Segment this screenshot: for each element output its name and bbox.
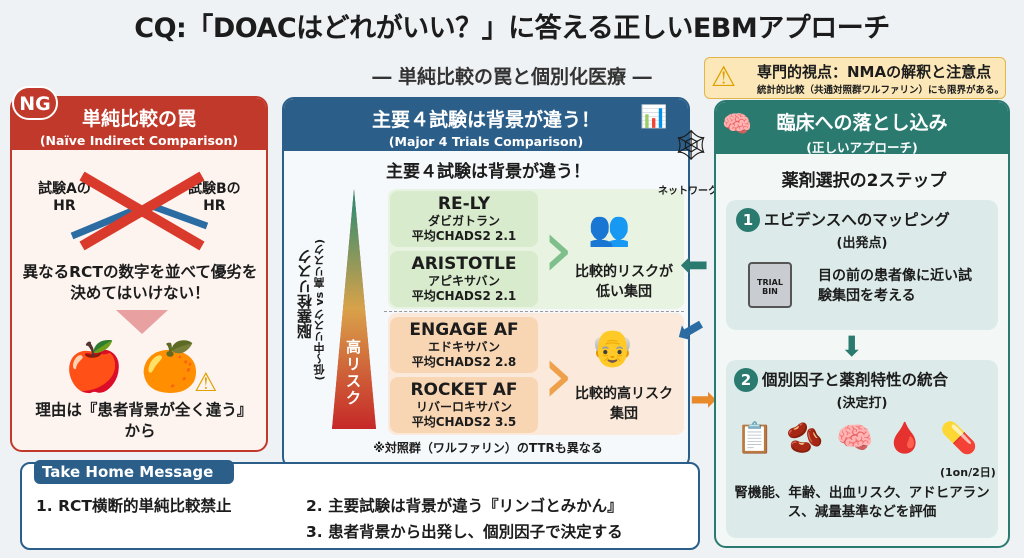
network-label: ネットワーク bbox=[658, 186, 718, 197]
brain-icon: 🧠 bbox=[722, 110, 752, 138]
axis-sublabel: (低〜中リスク vs 高リスク) bbox=[313, 239, 326, 381]
low-risk-group-label: 比較的リスクが低い集団 bbox=[575, 264, 673, 300]
panel-subtitle: (Naïve Indirect Comparison) bbox=[39, 133, 239, 148]
ng-badge: NG bbox=[12, 86, 58, 120]
brain-icon: 🧠 bbox=[836, 421, 874, 456]
step-subtitle: (出発点) bbox=[836, 236, 888, 251]
caution-text: 統計的比較（共通対照群ワルファリン）にも限界がある。 bbox=[757, 85, 1005, 96]
blood-drop-icon: 🩸 bbox=[886, 421, 924, 456]
network-icon: 🕸 bbox=[672, 128, 711, 163]
down-arrow-icon bbox=[116, 310, 168, 334]
steps-title: 薬剤選択の2ステップ bbox=[781, 171, 947, 191]
elderly-person-icon: 👴 bbox=[590, 328, 635, 369]
page-title: CQ:「DOACはどれがいい？」に答える正しいEBMアプローチ bbox=[134, 13, 890, 44]
trials-comparison-panel: 主要４試験は背景が違う！ (Major 4 Trials Comparison)… bbox=[282, 97, 690, 469]
kidney-icon: 🫘 bbox=[786, 421, 824, 456]
dose-note: (1on/2日) bbox=[940, 466, 996, 479]
ng-warning-text: 異なるRCTの数字を並べて優劣を決めてはいけない！ bbox=[22, 263, 258, 302]
medicine-bottle-icon: 💊 bbox=[940, 421, 978, 456]
caution-title: 専門的視点：NMAの解釈と注意点 bbox=[757, 63, 992, 81]
panel-title: 臨床への落とし込み bbox=[776, 112, 948, 134]
hr-a-label: 試験Aの HR bbox=[38, 181, 91, 214]
warning-icon: ⚠ bbox=[194, 368, 218, 398]
hr-b-label: 試験Bの HR bbox=[188, 181, 241, 214]
arrow-left-icon: ⬅ bbox=[680, 245, 709, 285]
step-title: エビデンスへのマッピング bbox=[764, 211, 950, 229]
take-home-item: 3. 患者背景から出発し、個別因子で決定する bbox=[306, 523, 623, 541]
panel-title: 単純比較の罠 bbox=[81, 108, 196, 130]
chart-icon: 📊 bbox=[640, 105, 668, 130]
high-risk-label: 高リスク bbox=[346, 338, 362, 407]
panel-header: 臨床への落とし込み (正しいアプローチ) bbox=[716, 102, 1008, 155]
naive-comparison-panel: 単純比較の罠 (Naïve Indirect Comparison) 試験Aの … bbox=[10, 96, 268, 452]
high-risk-group-label: 比較的高リスク集団 bbox=[575, 386, 673, 422]
chevron-right-icon: › bbox=[542, 202, 574, 295]
ttr-note: ※対照群（ワルファリン）のTTRも異なる bbox=[373, 441, 603, 455]
trial-bin-icon: TRIAL BIN bbox=[748, 262, 792, 308]
take-home-item: 1. RCT横断的単純比較禁止 bbox=[36, 497, 232, 515]
take-home-title: Take Home Message bbox=[34, 460, 234, 484]
panel-header: 主要４試験は背景が違う！ (Major 4 Trials Comparison) bbox=[284, 99, 688, 151]
reason-text: 理由は『患者背景が全く違う』から bbox=[35, 401, 245, 440]
inner-title: 主要４試験は背景が違う！ bbox=[386, 162, 590, 182]
arrow-down-icon: ⬇ bbox=[840, 330, 864, 363]
people-balance-icon: 👥 bbox=[588, 209, 631, 249]
panel-subtitle: (正しいアプローチ) bbox=[806, 140, 918, 155]
checklist-icon: 📋 bbox=[736, 421, 774, 456]
apple-icon: 🍎 bbox=[64, 339, 124, 395]
divider bbox=[384, 311, 684, 312]
step-subtitle: (決定打) bbox=[836, 396, 888, 411]
arrow-right-icon: ➡ bbox=[690, 380, 717, 418]
step-number: 1 bbox=[736, 208, 760, 232]
chevron-right-icon: › bbox=[542, 328, 574, 421]
page-subtitle: ― 単純比較の罠と個別化医療 ― bbox=[372, 66, 652, 88]
crossed-arrows-icon bbox=[70, 171, 209, 251]
step-number: 2 bbox=[734, 368, 758, 392]
nma-caution-box: ⚠ 専門的視点：NMAの解釈と注意点 統計的比較（共通対照群ワルファリン）にも限… bbox=[704, 57, 1006, 99]
step-text: 目の前の患者像に近い試験集団を考える bbox=[818, 268, 972, 304]
take-home-item: 2. 主要試験は背景が違う『リンゴとみかん』 bbox=[306, 497, 623, 515]
panel-title: 主要４試験は背景が違う！ bbox=[371, 109, 600, 131]
orange-icon: 🍊 bbox=[140, 339, 200, 395]
step-text: 腎機能、年齢、出血リスク、アドヒアランス、減量基準などを評価 bbox=[734, 485, 990, 520]
panel-subtitle: (Major 4 Trials Comparison) bbox=[388, 134, 584, 149]
step-title: 個別因子と薬剤特性の統合 bbox=[762, 371, 949, 389]
warning-icon: ⚠ bbox=[711, 60, 737, 93]
